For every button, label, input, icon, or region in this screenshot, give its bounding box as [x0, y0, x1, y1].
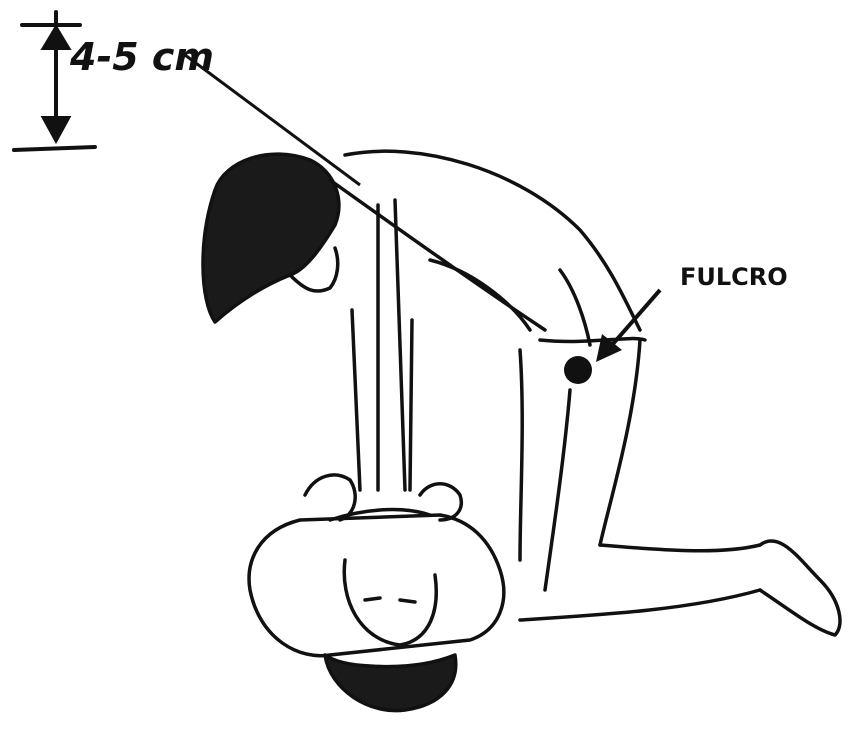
rescuer-back	[345, 151, 640, 330]
patient-face	[344, 560, 436, 645]
rescuer-figure	[203, 151, 840, 635]
rescuer-hip	[540, 339, 645, 342]
patient-hair	[325, 655, 456, 711]
rescuer-thigh-back	[600, 340, 640, 545]
depth-indicator	[14, 12, 95, 150]
rescuer-shirt-fold-2	[560, 270, 590, 345]
depth-up-arrow	[44, 28, 68, 48]
rescuer-hair	[203, 154, 339, 322]
patient-left-hand	[305, 475, 355, 520]
depth-down-arrow	[44, 118, 68, 140]
fulcrum-arrow	[596, 290, 660, 362]
fulcrum-point	[564, 356, 592, 384]
rescuer-thigh-front	[520, 350, 522, 560]
patient-figure	[249, 475, 504, 711]
rescuer-right-arm	[395, 200, 405, 490]
fulcrum-label: FULCRO	[680, 263, 788, 291]
patient-eyes	[365, 598, 415, 602]
rescuer-left-arm	[352, 310, 360, 490]
depth-bottom-line	[14, 147, 95, 150]
depth-label: 4-5 cm	[69, 35, 214, 79]
rescuer-shin	[520, 590, 760, 620]
patient-torso	[249, 515, 504, 656]
rescuer-shin-top	[600, 545, 760, 551]
rescuer-shirt-fold	[430, 260, 530, 330]
rescuer-thigh-mid	[545, 390, 570, 590]
rescuer-foot	[760, 541, 840, 635]
rescuer-right-arm-inner	[410, 320, 412, 490]
